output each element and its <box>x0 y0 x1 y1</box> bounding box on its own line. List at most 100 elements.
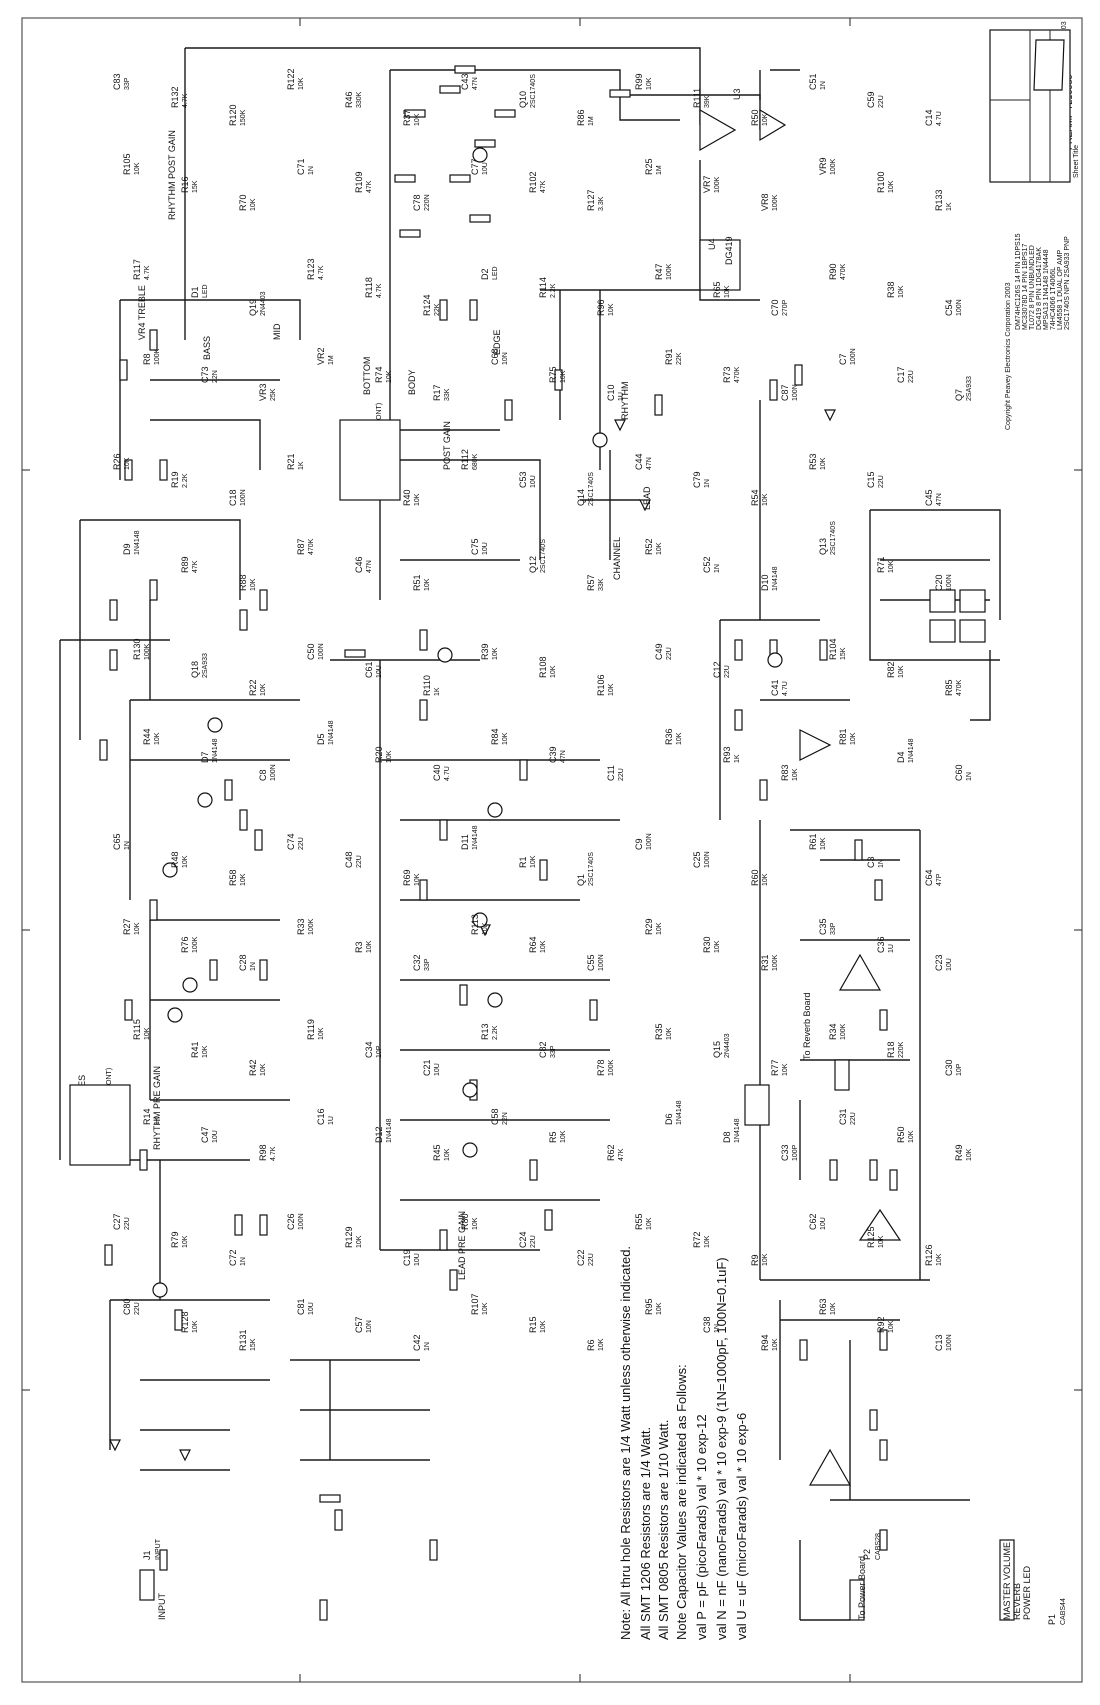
value-c42: 1N <box>424 1342 431 1351</box>
ref-c53: C53 <box>518 471 528 488</box>
label-u4: U4 <box>707 238 717 250</box>
ref-c70: C70 <box>770 299 780 316</box>
ref-r125: R125 <box>866 1226 876 1248</box>
parts-list-line: LM4558 1 DUAL OP AMP <box>1057 250 1064 330</box>
ref-c17: C17 <box>896 366 906 383</box>
ref-r113: R113 <box>470 914 480 935</box>
ref-r15: R15 <box>528 1316 538 1333</box>
label-dg419: DG419 <box>724 236 734 265</box>
label-u3: U3 <box>732 88 742 100</box>
value-r94: 10K <box>772 1338 779 1351</box>
value-r8: 100K <box>154 348 161 365</box>
value-c3: 1N <box>878 859 885 868</box>
value-d2: LED <box>492 266 499 280</box>
value-c16: 1U <box>328 1116 335 1125</box>
ref-r21: R21 <box>286 453 296 470</box>
ref-r29: R29 <box>644 918 654 935</box>
ref-r39: R39 <box>480 643 490 660</box>
title-block <box>989 29 1071 183</box>
ref-r13: R13 <box>480 1023 490 1040</box>
value-c22: 22U <box>588 1253 595 1266</box>
ref-r99: R99 <box>634 73 644 90</box>
value-r33: 100K <box>308 918 315 935</box>
value-q1: 2SC1740S <box>588 852 595 886</box>
sheet-border <box>21 17 1083 1683</box>
ref-r78: R78 <box>596 1059 606 1076</box>
value-r111: 39K <box>704 95 711 108</box>
ref-q19: Q19 <box>248 299 258 316</box>
value-r13: 2.2K <box>492 1025 499 1040</box>
ref-r126: R126 <box>924 1244 934 1266</box>
ref-c26: C26 <box>286 1213 296 1230</box>
value-r14: 1K <box>154 1116 161 1125</box>
label-lead: LEAD <box>642 486 652 510</box>
note-line: All SMT 1206 Resistors are 1/4 Watt. <box>638 1427 653 1640</box>
ref-c52: C52 <box>702 556 712 573</box>
ref-r18: R18 <box>886 1041 896 1058</box>
value-q12: 2SC1740S <box>540 539 547 573</box>
ref-r120: R120 <box>228 104 238 126</box>
value-c73: 22N <box>212 370 219 383</box>
value-r115: 10K <box>144 1027 151 1040</box>
value-c87: 100N <box>792 384 799 401</box>
value-d1: LED <box>202 284 209 298</box>
label-bass: BASS <box>202 336 212 360</box>
value-c15: 22U <box>878 475 885 488</box>
value-r129: 10K <box>356 1235 363 1248</box>
ref-c36: C36 <box>876 936 886 953</box>
ref-r35: R35 <box>654 1023 664 1040</box>
label-mid: MID <box>272 323 282 340</box>
value-q13: 2SC1740S <box>830 521 837 555</box>
parts-list-line: 2SC1740S NPN 2SA933 PNP <box>1064 236 1071 330</box>
value-c27: 22U <box>124 1217 131 1230</box>
value-r46: 330K <box>356 91 363 108</box>
ref-c21: C21 <box>422 1059 432 1076</box>
value-r50: 10K <box>908 1130 915 1143</box>
ref-q7: Q7 <box>954 389 964 401</box>
value-c77: 10U <box>482 162 489 175</box>
ref-r119: R119 <box>306 1019 316 1040</box>
ref-r92: R92 <box>876 1316 886 1333</box>
ref-c58: C58 <box>490 1108 500 1125</box>
value-d4: 1N4148 <box>908 738 915 763</box>
value-r44: 10K <box>154 732 161 745</box>
ref-r64: R64 <box>528 936 538 953</box>
ref-r46: R46 <box>344 91 354 108</box>
ref-c10: C10 <box>606 384 616 401</box>
value-r54: 10K <box>762 493 769 506</box>
connector-j1: J1 <box>142 1550 152 1560</box>
value-r39: 10K <box>492 647 499 660</box>
ref-r20: R20 <box>374 746 384 763</box>
ref-q1: Q1 <box>576 874 586 886</box>
value-r88: 10K <box>250 578 257 591</box>
parts-list-line: MPSA13 1N4148 1N4448 <box>1043 249 1050 330</box>
ref-c71: C71 <box>296 158 306 175</box>
value-r17: 33K <box>444 388 451 401</box>
value-r29: 10K <box>656 922 663 935</box>
ref-d1: D1 <box>190 286 200 298</box>
ref-r110: R110 <box>422 675 432 696</box>
ref-vr3: VR3 <box>258 383 268 401</box>
ref-c39: C39 <box>548 746 558 763</box>
ref-r80: R80 <box>460 1213 470 1230</box>
component-symbols <box>99 65 1015 1621</box>
value-r76: 100K <box>192 936 199 953</box>
value-q15: 2N4403 <box>724 1033 731 1058</box>
value-c28: 1N <box>250 962 257 971</box>
parts-list-line: MC33078D 14 PIN 1BPS17 <box>1022 244 1029 330</box>
value-r83: 10K <box>792 768 799 781</box>
value-c57: 10N <box>366 1320 373 1333</box>
s3-mode-box <box>339 419 401 501</box>
ref-c57: C57 <box>354 1316 364 1333</box>
ref-r33: R33 <box>296 918 306 935</box>
ref-r6: R6 <box>586 1339 596 1351</box>
ref-c51: C51 <box>808 73 818 90</box>
ref-r118: R118 <box>364 277 374 298</box>
value-r18: 220K <box>898 1041 905 1058</box>
ref-r91: R91 <box>664 348 674 365</box>
value-c75: 10U <box>482 542 489 555</box>
value-c9: 100N <box>646 833 653 850</box>
ref-r50: R50 <box>750 109 760 126</box>
value-q18: 2SA933 <box>202 653 209 678</box>
value-c44: 47N <box>646 457 653 470</box>
